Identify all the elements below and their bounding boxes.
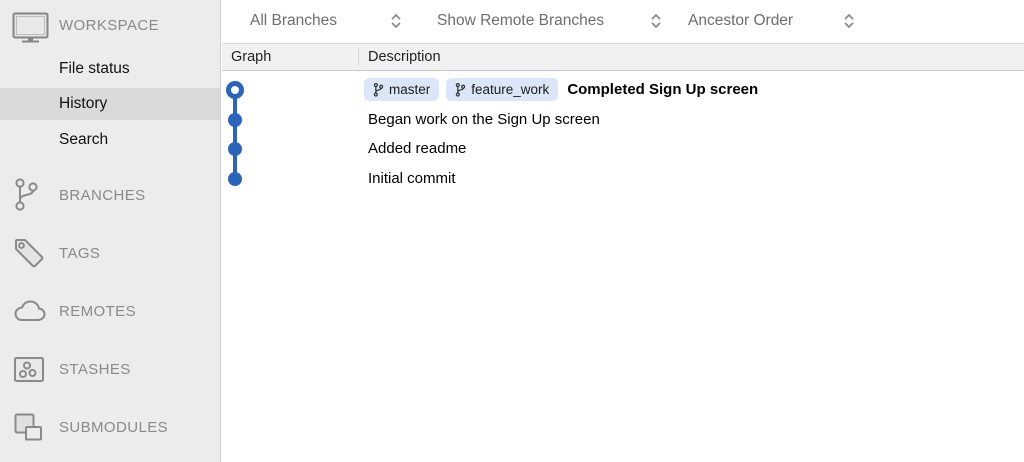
order-stepper-icon[interactable]: [843, 0, 855, 42]
commit-row[interactable]: Began work on the Sign Up screen: [222, 105, 1024, 134]
submodule-icon: [13, 412, 45, 442]
order-dropdown[interactable]: Ancestor Order: [688, 12, 794, 29]
sidebar-section-workspace[interactable]: WORKSPACE: [0, 8, 220, 48]
column-header-description[interactable]: Description: [368, 49, 441, 65]
sidebar-item-history[interactable]: History: [0, 88, 220, 120]
sidebar-section-remotes[interactable]: REMOTES: [0, 292, 220, 330]
commit-table-header: Graph Description: [222, 43, 1024, 71]
commit-list: master feature_work Completed Sign Up sc…: [222, 72, 1024, 462]
commit-message: Began work on the Sign Up screen: [368, 111, 600, 128]
column-header-graph[interactable]: Graph: [231, 49, 272, 65]
stash-icon: [13, 356, 45, 383]
commit-row[interactable]: master feature_work Completed Sign Up sc…: [222, 75, 1024, 104]
sidebar-item-file-status[interactable]: File status: [59, 60, 130, 77]
history-pane: All Branches Show Remote Branches Ancest…: [222, 0, 1024, 462]
sidebar-item-search[interactable]: Search: [59, 131, 109, 148]
branch-icon: [456, 82, 466, 97]
remote-branches-dropdown[interactable]: Show Remote Branches: [437, 12, 605, 29]
column-divider[interactable]: [358, 48, 359, 66]
history-toolbar: All Branches Show Remote Branches Ancest…: [222, 0, 1024, 42]
branch-filter-stepper-icon[interactable]: [390, 0, 402, 42]
branch-badge-feature-work: feature_work: [446, 78, 559, 101]
branch-icon: [373, 82, 384, 97]
branch-filter-dropdown[interactable]: All Branches: [250, 12, 338, 29]
commit-row[interactable]: Added readme: [222, 134, 1024, 163]
sidebar-section-branches[interactable]: BRANCHES: [0, 176, 220, 214]
monitor-icon: [12, 12, 49, 48]
branch-badge-master: master: [364, 78, 440, 101]
sidebar-section-submodules[interactable]: SUBMODULES: [0, 408, 220, 446]
tag-icon: [13, 237, 46, 270]
sidebar-section-stashes[interactable]: STASHES: [0, 350, 220, 388]
cloud-icon: [13, 299, 47, 323]
commit-message: Completed Sign Up screen: [567, 81, 759, 98]
commit-message: Added readme: [368, 140, 467, 157]
workspace-label: WORKSPACE: [59, 17, 160, 34]
sidebar-section-tags[interactable]: TAGS: [0, 234, 220, 272]
remote-branches-stepper-icon[interactable]: [650, 0, 662, 42]
commit-message: Initial commit: [368, 170, 456, 187]
commit-row[interactable]: Initial commit: [222, 164, 1024, 193]
sidebar: WORKSPACE File status History Search BRA…: [0, 0, 221, 462]
branch-icon: [13, 178, 40, 212]
